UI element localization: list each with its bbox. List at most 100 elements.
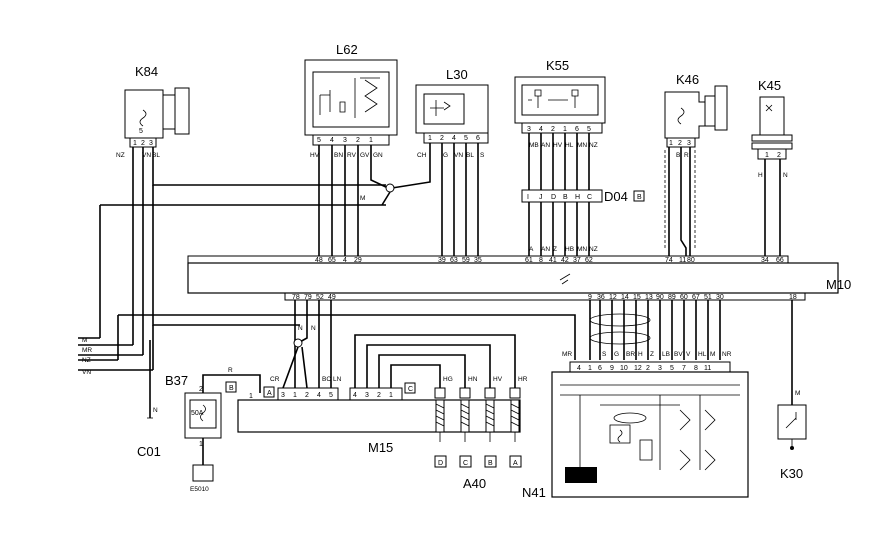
svg-text:1: 1 — [588, 365, 592, 372]
junction-node-top — [385, 183, 395, 193]
svg-text:37: 37 — [573, 257, 581, 264]
k55-pin-6: 6 — [575, 126, 579, 133]
svg-text:10: 10 — [620, 365, 628, 372]
harness-label-mr: MR — [82, 347, 92, 354]
a40-tag-a: A — [513, 460, 518, 467]
l62-wire-rv: RV — [347, 152, 357, 159]
l30-wire-g: G — [443, 152, 448, 159]
a40-tag-d: D — [438, 460, 443, 467]
top-wire-group — [99, 133, 781, 345]
a40-tag-c-box — [459, 455, 472, 468]
n41-wire-labels: MR S G BR H Z LB BV V HL M NR — [562, 351, 732, 358]
k46-label: K46 — [676, 72, 699, 87]
b37-tag: B — [229, 385, 234, 392]
l30-pin-2: 2 — [440, 135, 444, 142]
m15-wire-group — [282, 300, 576, 389]
l62-pin-5: 5 — [317, 137, 321, 144]
d04-pin-j: J — [539, 194, 543, 201]
b37-pin-1: 1 — [199, 441, 203, 448]
k84-sensor — [124, 87, 190, 148]
svg-text:S: S — [602, 351, 607, 358]
a40-tag-b-box — [484, 455, 497, 468]
d04-lower-mn: MN — [577, 246, 587, 253]
a40-wire-hn: HN — [468, 376, 478, 383]
b37-tag-box — [225, 381, 237, 393]
k46-wire-r: R — [684, 152, 689, 159]
svg-text:3: 3 — [658, 365, 662, 372]
m15-connector-c — [349, 387, 403, 401]
d04-lower-a: A — [529, 246, 534, 253]
l30-label: L30 — [446, 67, 468, 82]
svg-text:29: 29 — [354, 257, 362, 264]
n41-wire-group — [589, 300, 721, 360]
l30-wire-vn: VN — [454, 152, 463, 159]
m15-pin-5: 5 — [329, 392, 333, 399]
l30-wire-bl: BL — [466, 152, 474, 159]
m15-pin-2: 2 — [305, 392, 309, 399]
svg-text:8: 8 — [539, 257, 543, 264]
svg-text:39: 39 — [438, 257, 446, 264]
svg-text:49: 49 — [328, 294, 336, 301]
svg-text:65: 65 — [328, 257, 336, 264]
junction-node-bottom — [293, 338, 303, 348]
k45-sensor — [751, 96, 793, 160]
b37-wire-r: R — [228, 367, 233, 374]
svg-text:14: 14 — [621, 294, 629, 301]
e5010-label: E5010 — [190, 486, 209, 493]
m15-pin-c1: 1 — [389, 392, 393, 399]
d04-connector — [521, 189, 603, 203]
l62-label: L62 — [336, 42, 358, 57]
m15-wire-n2: N — [311, 325, 316, 332]
l62-pin-1: 1 — [369, 137, 373, 144]
n41-chip — [565, 467, 597, 483]
a40-wire-hg: HG — [443, 376, 453, 383]
m15-tag-c-box — [404, 382, 416, 394]
svg-text:67: 67 — [692, 294, 700, 301]
svg-text:LB: LB — [662, 351, 670, 358]
k55-pin-3: 3 — [527, 126, 531, 133]
l30-pin-4: 4 — [452, 135, 456, 142]
k84-wire-vn: VN — [142, 152, 151, 159]
svg-text:30: 30 — [716, 294, 724, 301]
svg-text:6: 6 — [598, 365, 602, 372]
svg-text:78: 78 — [292, 294, 300, 301]
svg-text:H: H — [638, 351, 643, 358]
k55-pin-2: 2 — [551, 126, 555, 133]
a40-tag-b: B — [488, 460, 493, 467]
k55-pin-1: 1 — [563, 126, 567, 133]
svg-text:11: 11 — [704, 365, 711, 372]
d04-lower-nz: NZ — [589, 246, 598, 253]
n41-label: N41 — [522, 485, 546, 500]
m15-label: M15 — [368, 440, 393, 455]
k30-wire-m: M — [795, 390, 800, 397]
svg-text:63: 63 — [450, 257, 458, 264]
b37-output-pin: 1 — [249, 393, 253, 400]
svg-text:9: 9 — [588, 294, 592, 301]
k55-wire-mb: MB — [529, 142, 539, 149]
m15-wire-n1: N — [298, 325, 303, 332]
svg-text:7: 7 — [682, 365, 686, 372]
m10-bottom-pin-strip — [284, 292, 806, 301]
k55-wire-nz: NZ — [589, 142, 598, 149]
svg-text:11: 11 — [679, 257, 686, 264]
d04-tag-box — [633, 190, 645, 202]
svg-text:Z: Z — [650, 351, 654, 358]
svg-text:59: 59 — [462, 257, 470, 264]
svg-text:4: 4 — [577, 365, 581, 372]
b37-fuse-box — [184, 392, 222, 439]
svg-text:BR: BR — [626, 351, 635, 358]
d04-pin-h: H — [575, 194, 580, 201]
svg-text:9: 9 — [610, 365, 614, 372]
svg-text:35: 35 — [474, 257, 482, 264]
svg-text:13: 13 — [645, 294, 653, 301]
m15-tag-c: C — [408, 386, 413, 393]
svg-text:HL: HL — [698, 351, 707, 358]
d04-pin-b: B — [563, 194, 568, 201]
m15-actuator — [237, 399, 521, 433]
k84-wire-bl: BL — [152, 152, 160, 159]
svg-text:41: 41 — [549, 257, 557, 264]
m15-wire-cr: CR — [270, 376, 280, 383]
b37-feed-wire — [202, 374, 261, 393]
a40-tag-a-box — [509, 455, 522, 468]
d04-lower-an: AN — [541, 246, 550, 253]
